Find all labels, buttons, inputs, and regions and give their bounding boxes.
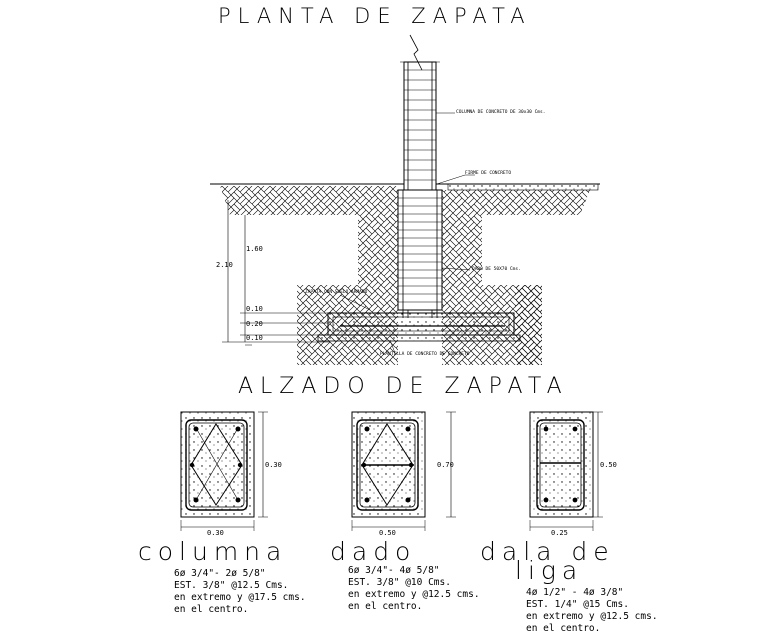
section-columna — [180, 411, 268, 531]
section-name-dala-line1: dala de — [480, 537, 615, 566]
section-name-columna: columna — [138, 537, 288, 566]
dim-d3: 0.10 — [246, 334, 263, 342]
spec-line: EST. 3/8" @10 Cms. — [348, 577, 451, 588]
callout-lean-concrete: PLANTILLA DE CONCRETO DE CONCRETO — [380, 352, 470, 357]
columna-height: 0.30 — [265, 461, 282, 469]
dado-height: 0.70 — [437, 461, 454, 469]
callout-column: COLUMNA DE CONCRETO DE 30x30 Cms. — [456, 110, 546, 115]
section-dado — [351, 411, 456, 531]
callout-footing: ZAPATA CON SUELO ARMADO — [305, 290, 368, 295]
spec-line: en extremo y @12.5 cms. — [526, 611, 658, 622]
spec-line: EST. 1/4" @15 Cms. — [526, 599, 629, 610]
spec-dado: 6ø 3/4"- 4ø 5/8" EST. 3/8" @10 Cms. en e… — [348, 565, 480, 613]
spec-line: en el centro. — [348, 601, 423, 612]
spec-line: en el centro. — [174, 604, 249, 615]
spec-line: 6ø 3/4"- 2ø 5/8" — [174, 568, 266, 579]
spec-line: en extremo y @12.5 cms. — [348, 589, 480, 600]
spec-line: en el centro. — [526, 623, 601, 634]
dim-pedestal-depth: 1.60 — [246, 245, 263, 253]
section-name-dado: dado — [330, 537, 417, 566]
dado-width: 0.50 — [379, 529, 396, 537]
columna-width: 0.30 — [207, 529, 224, 537]
dala-width: 0.25 — [551, 529, 568, 537]
dim-total-depth: 2.10 — [216, 261, 233, 269]
plan-title: PLANTA DE ZAPATA — [218, 4, 532, 28]
footing-section-drawing — [210, 34, 600, 365]
section-dala — [529, 411, 603, 531]
dim-d2: 0.20 — [246, 320, 263, 328]
dim-d1: 0.10 — [246, 305, 263, 313]
spec-line: 4ø 1/2" - 4ø 3/8" — [526, 587, 624, 598]
spec-columna: 6ø 3/4"- 2ø 5/8" EST. 3/8" @12.5 Cms. en… — [174, 568, 306, 616]
spec-line: en extremo y @17.5 cms. — [174, 592, 306, 603]
dala-height: 0.50 — [600, 461, 617, 469]
section-name-dala-line2: liga — [515, 556, 584, 585]
spec-line: 6ø 3/4"- 4ø 5/8" — [348, 565, 440, 576]
elevation-title: ALZADO DE ZAPATA — [238, 374, 569, 399]
spec-dala: 4ø 1/2" - 4ø 3/8" EST. 1/4" @15 Cms. en … — [526, 587, 658, 635]
callout-pedestal: DADO DE 50X70 Cms. — [472, 267, 521, 272]
callout-slab: FIRME DE CONCRETO — [465, 171, 512, 176]
spec-line: EST. 3/8" @12.5 Cms. — [174, 580, 289, 591]
